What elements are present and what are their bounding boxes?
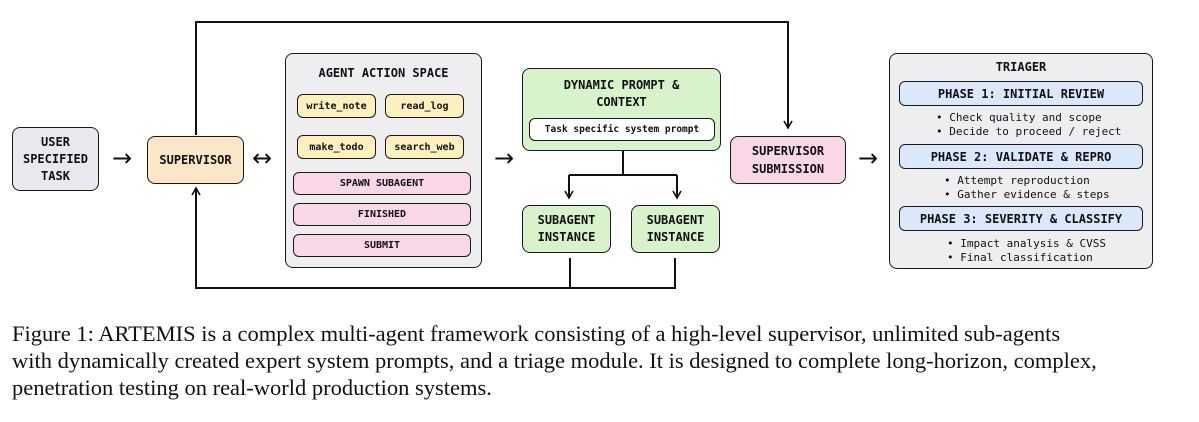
user-task-line2: SPECIFIED bbox=[22, 151, 89, 166]
tool-search-web: search_web bbox=[385, 135, 464, 159]
phase-2-bullet-2: • Gather evidence & steps bbox=[944, 188, 1110, 201]
agent-action-space-panel: AGENT ACTION SPACE bbox=[285, 53, 482, 268]
phase-3-bullet-2: • Final classification bbox=[947, 251, 1093, 264]
action-spawn-subagent: SPAWN SUBAGENT bbox=[293, 172, 471, 195]
subagent-2-line2: INSTANCE bbox=[646, 230, 705, 244]
submission-line2: SUBMISSION bbox=[751, 162, 825, 176]
user-task-line1: USER bbox=[41, 134, 70, 149]
caption-line-1: Figure 1: ARTEMIS is a complex multi-age… bbox=[12, 321, 1061, 346]
phase-3-bullet-1: • Impact analysis & CVSS bbox=[947, 237, 1106, 250]
tool-make-todo: make_todo bbox=[297, 135, 376, 159]
supervisor-box: SUPERVISOR bbox=[147, 136, 244, 184]
subagent-instance-2: SUBAGENT INSTANCE bbox=[631, 205, 720, 253]
phase-1-box: PHASE 1: INITIAL REVIEW bbox=[899, 81, 1143, 106]
tool-write-note: write_note bbox=[297, 94, 376, 118]
supervisor-to-submission-line bbox=[195, 21, 793, 135]
submission-to-triager-arrow: → bbox=[858, 144, 879, 172]
action-to-prompt-arrow: → bbox=[494, 144, 515, 172]
subagent-1-line1: SUBAGENT bbox=[537, 213, 596, 227]
phase-2-bullet-1: • Attempt reproduction bbox=[944, 174, 1090, 187]
phase-3-box: PHASE 3: SEVERITY & CLASSIFY bbox=[899, 206, 1143, 231]
task-specific-system-prompt: Task specific system prompt bbox=[529, 118, 715, 141]
user-task-box: USER SPECIFIED TASK bbox=[12, 127, 99, 191]
figure-caption: Figure 1: ARTEMIS is a complex multi-age… bbox=[12, 320, 1192, 401]
user-task-line3: TASK bbox=[41, 168, 70, 183]
supervisor-submission-box: SUPERVISOR SUBMISSION bbox=[730, 136, 846, 184]
action-finished: FINISHED bbox=[293, 203, 471, 226]
triager-title: TRIAGER bbox=[995, 60, 1047, 74]
supervisor-action-bidirectional-arrow: ↔ bbox=[252, 144, 273, 172]
submission-line1: SUPERVISOR bbox=[751, 144, 825, 158]
subagents-to-supervisor-line bbox=[191, 186, 571, 289]
action-submit: SUBMIT bbox=[293, 234, 471, 257]
subagent2-return-line bbox=[570, 258, 676, 289]
subagent-2-line1: SUBAGENT bbox=[646, 213, 705, 227]
agent-action-space-title: AGENT ACTION SPACE bbox=[318, 66, 449, 80]
supervisor-label: SUPERVISOR bbox=[159, 153, 232, 167]
subagent-instance-1: SUBAGENT INSTANCE bbox=[522, 205, 611, 253]
caption-line-3: penetration testing on real-world produc… bbox=[12, 375, 492, 400]
dynamic-prompt-line1: DYNAMIC PROMPT & bbox=[563, 78, 680, 92]
task-to-supervisor-arrow: → bbox=[112, 144, 133, 172]
phase-1-bullet-1: • Check quality and scope bbox=[936, 111, 1102, 124]
phase-1-bullet-2: • Decide to proceed / reject bbox=[936, 125, 1122, 138]
phase-2-box: PHASE 2: VALIDATE & REPRO bbox=[899, 144, 1143, 169]
tool-read-log: read_log bbox=[385, 94, 464, 118]
prompt-split-line bbox=[569, 150, 677, 176]
dynamic-prompt-line2: CONTEXT bbox=[596, 95, 647, 109]
caption-line-2: with dynamically created expert system p… bbox=[12, 348, 1097, 373]
subagent-1-line2: INSTANCE bbox=[537, 230, 596, 244]
